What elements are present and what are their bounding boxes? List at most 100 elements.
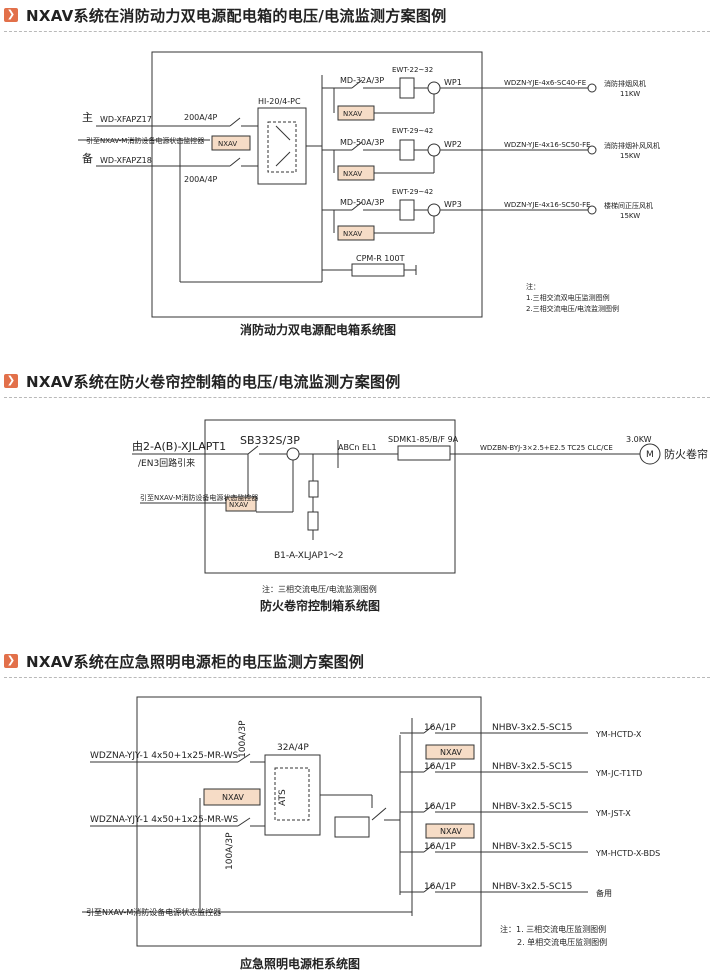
d3-breaker-in-2: 100A/3P xyxy=(225,832,235,870)
section-1-title-text: NXAV系统在消防动力双电源配电箱的电压/电流监测方案图例 xyxy=(26,6,447,25)
d3-b1-load: YM-HCTD-X xyxy=(595,730,642,739)
d2-load: 防火卷帘 xyxy=(664,447,708,461)
d2-cabinet-frame xyxy=(204,419,456,574)
d3-b4-cable: NHBV-3x2.5-SC15 xyxy=(492,842,572,852)
d3-b2-cable: NHBV-3x2.5-SC15 xyxy=(492,762,572,772)
section-2-title-text: NXAV系统在防火卷帘控制箱的电压/电流监测方案图例 xyxy=(26,372,401,391)
d1-b3-relay: EWT-29~42 xyxy=(392,188,433,196)
d3-monitor-ref: 引至NXAV-M消防设备电源状态监控器 xyxy=(86,907,221,917)
d3-nxav-branch-b xyxy=(425,823,475,839)
d1-note-2: 2.三相交流电压/电流监测图例 xyxy=(526,304,619,313)
d1-main-label: 主 xyxy=(82,111,93,124)
d1-note-title: 注： xyxy=(526,282,540,291)
d1-b1-cable: WDZN-YJE-4x6-SC40-FE xyxy=(504,79,586,87)
d1-cabinet-frame xyxy=(151,51,483,318)
d3-nxav-b-label: NXAV xyxy=(440,827,462,836)
section-title-3: ❯ NXAV系统在应急照明电源柜的电压监测方案图例 xyxy=(4,651,364,671)
d1-b3-load: 楼梯间正压风机 xyxy=(604,201,653,210)
diagram-3 xyxy=(82,696,482,947)
d2-el: EL1 xyxy=(362,443,377,452)
d1-b1-wp: WP1 xyxy=(444,78,462,87)
d1-b3-breaker: MD-50A/3P xyxy=(340,198,384,207)
d1-note-1: 1.三相交流双电压监测图例 xyxy=(526,293,610,302)
d2-caption: 防火卷帘控制箱系统图 xyxy=(260,598,380,613)
diagram-2 xyxy=(132,419,661,574)
section-1-divider xyxy=(4,31,710,32)
d3-nxav-branch-a xyxy=(425,744,475,760)
d1-branch-2 xyxy=(322,139,597,174)
d1-branch-3 xyxy=(322,199,597,234)
d1-monitor-ref: 引至NXAV-M消防设备电源状态监控器 xyxy=(86,136,204,145)
d1-b1-load: 消防排烟风机 xyxy=(604,79,646,88)
d3-ats-box xyxy=(264,754,321,836)
d3-branches xyxy=(400,724,588,893)
d1-cable-main: WD-XFAPZ17 xyxy=(100,115,152,124)
d3-b5-breaker: 16A/1P xyxy=(424,882,456,892)
d3-b5-load: 备用 xyxy=(596,888,612,898)
d2-nxav-module xyxy=(225,496,257,512)
d2-power: 3.0KW xyxy=(626,435,652,444)
d1-b2-load: 消防排烟补风风机 xyxy=(604,141,660,150)
d1-nxav-input-label: NXAV xyxy=(218,140,237,148)
d1-branch-1 xyxy=(322,77,597,114)
d3-nxav-a-label: NXAV xyxy=(440,748,462,757)
d3-nxav-input-label: NXAV xyxy=(222,793,244,802)
d2-phases: ABCn xyxy=(338,443,359,452)
d2-switch: SB332S/3P xyxy=(240,434,300,447)
d1-b3-cable: WDZN-YJE-4x16-SC50-FE xyxy=(504,201,591,209)
d3-cable-2: WDZNA-YJY-1 4x50+1x25-MR-WS xyxy=(90,815,239,825)
d1-breaker-main: 200A/4P xyxy=(184,113,218,122)
d2-note: 注：三相交流电压/电流监测图例 xyxy=(262,584,377,594)
section-title-1: ❯ NXAV系统在消防动力双电源配电箱的电压/电流监测方案图例 xyxy=(4,5,447,25)
d1-spd xyxy=(322,263,417,277)
d3-b5-cable: NHBV-3x2.5-SC15 xyxy=(492,882,572,892)
d1-b3-power: 15KW xyxy=(620,212,640,220)
d3-ats-rating: 32A/4P xyxy=(277,743,309,753)
d1-nxav-b1-label: NXAV xyxy=(343,110,362,118)
d1-nxav-b3-label: NXAV xyxy=(343,230,362,238)
d2-motor-label: M xyxy=(646,450,654,460)
d2-monitor-ref: 引至NXAV-M消防设备电源状态监控器 xyxy=(140,493,258,502)
d2-nxav-label: NXAV xyxy=(229,501,248,509)
section-3-divider xyxy=(4,677,710,678)
diagram-1 xyxy=(78,51,597,318)
d3-b2-breaker: 16A/1P xyxy=(424,762,456,772)
d3-b4-breaker: 16A/1P xyxy=(424,842,456,852)
d1-b2-cable: WDZN-YJE-4x16-SC50-FE xyxy=(504,141,591,149)
d3-b2-load: YM-JC-T1TD xyxy=(595,769,642,778)
d2-motor xyxy=(639,443,661,465)
d3-ats-label: ATS xyxy=(278,789,288,806)
d3-b4-load: YM-HCTD-X-BDS xyxy=(595,849,660,858)
d3-note-1: 注：1. 三相交流电压监测图例 xyxy=(500,924,606,934)
d3-nxav-input xyxy=(203,788,261,806)
d3-cabinet-frame xyxy=(136,696,482,947)
d1-breaker-backup: 200A/4P xyxy=(184,175,218,184)
d1-nxav-input xyxy=(211,135,251,151)
d1-b1-relay: EWT-22~32 xyxy=(392,66,433,74)
d1-b1-power: 11KW xyxy=(620,90,640,98)
d2-starter: SDMK1-85/B/F 9A xyxy=(388,435,459,444)
d2-branch: B1-A-XLJAP1～2 xyxy=(274,551,343,561)
d1-ats-box xyxy=(257,107,307,185)
d1-b2-wp: WP2 xyxy=(444,140,462,149)
d1-backup-label: 备 xyxy=(82,151,93,165)
chevron-right-icon: ❯ xyxy=(4,8,18,22)
section-3-title-text: NXAV系统在应急照明电源柜的电压监测方案图例 xyxy=(26,652,365,671)
d1-nxav-branch-1 xyxy=(337,105,375,121)
d1-caption: 消防动力双电源配电箱系统图 xyxy=(240,322,396,337)
d3-caption: 应急照明电源柜系统图 xyxy=(240,956,360,971)
d1-cable-backup: WD-XFAPZ18 xyxy=(100,156,152,165)
section-title-2: ❯ NXAV系统在防火卷帘控制箱的电压/电流监测方案图例 xyxy=(4,371,401,391)
d1-nxav-branch-2 xyxy=(337,165,375,181)
d3-b3-load: YM-JST-X xyxy=(595,809,631,818)
d1-nxav-modules xyxy=(211,105,375,241)
d1-b2-relay: EWT-29~42 xyxy=(392,127,433,135)
d3-breaker-in-1: 100A/3P xyxy=(238,720,248,758)
chevron-right-icon: ❯ xyxy=(4,654,18,668)
d1-spd-label: CPM-R 100T xyxy=(356,254,405,263)
d1-b1-breaker: MD-32A/3P xyxy=(340,76,384,85)
d3-b3-breaker: 16A/1P xyxy=(424,802,456,812)
d3-b1-breaker: 16A/1P xyxy=(424,723,456,733)
d3-b3-cable: NHBV-3x2.5-SC15 xyxy=(492,802,572,812)
d3-note-2: 2. 单相交流电压监测图例 xyxy=(517,937,607,947)
